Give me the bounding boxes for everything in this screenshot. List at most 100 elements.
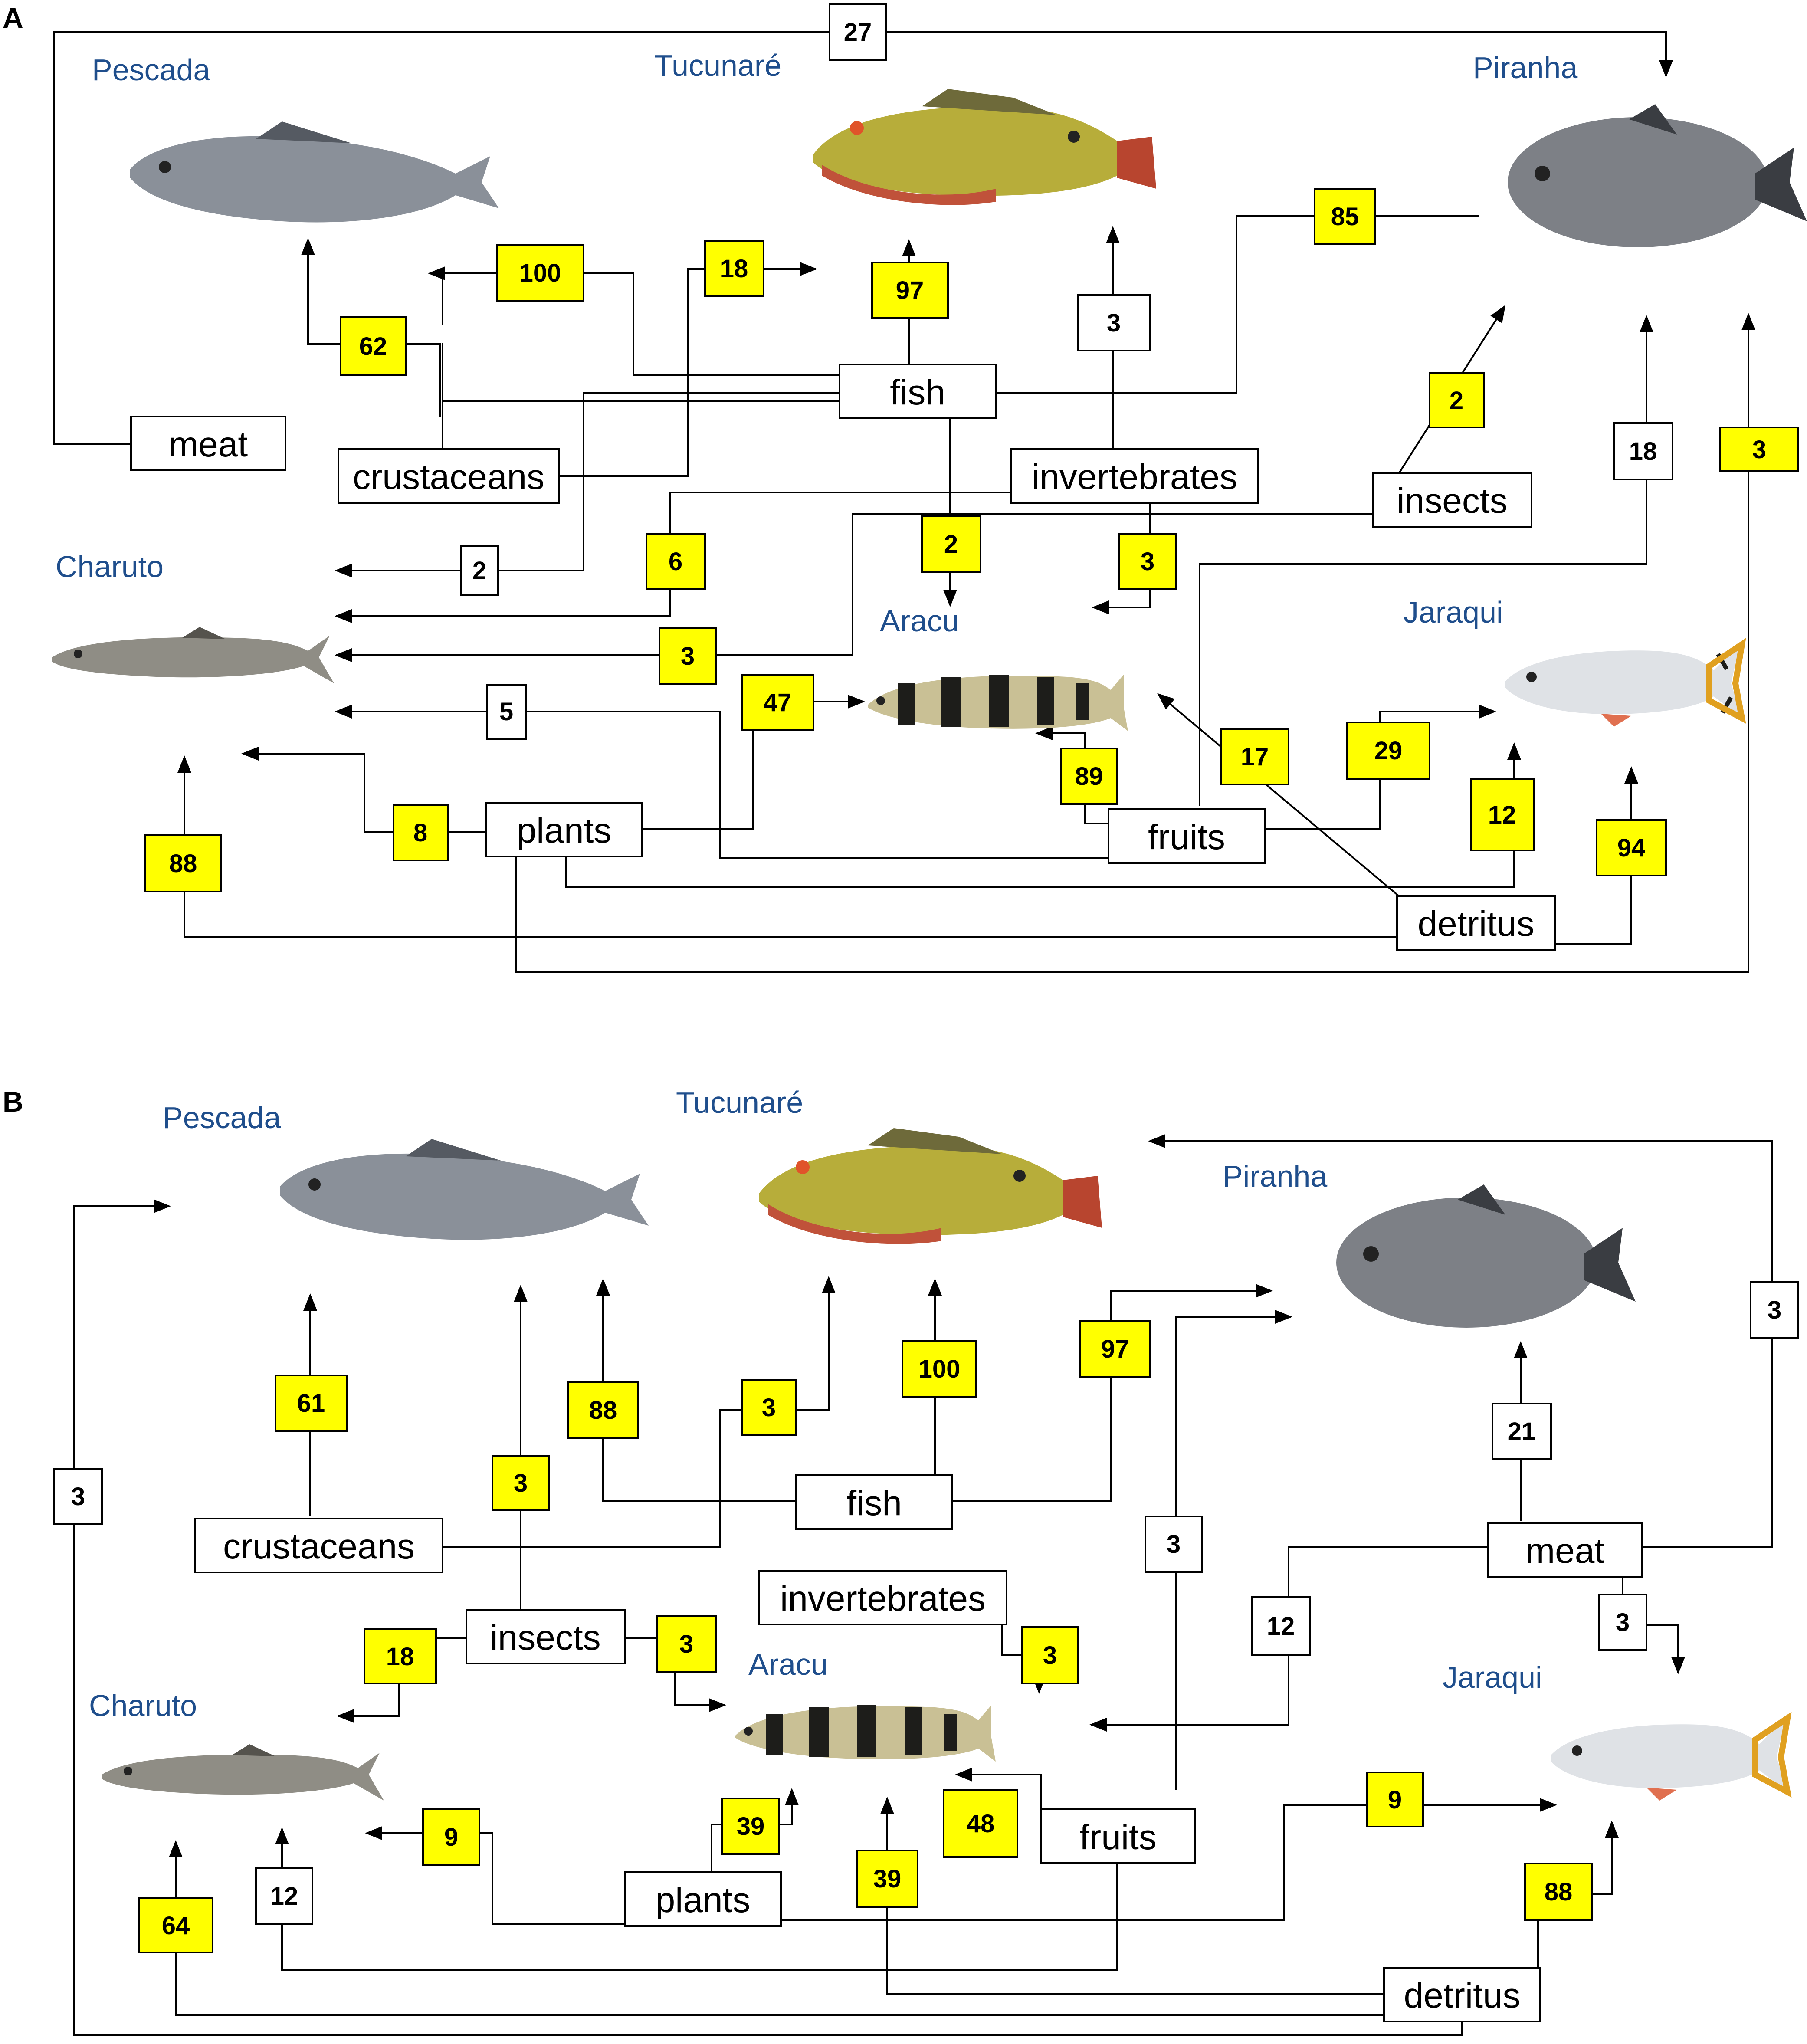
value-label: 3 [1616, 1608, 1630, 1637]
value-boxes: 3 61 3 88 3 100 97 3 21 3 12 3 1 [53, 1281, 1799, 1953]
value-box [422, 1808, 480, 1866]
value-box [1220, 728, 1289, 785]
fish-label-aracu: Aracu [748, 1647, 828, 1681]
value-box [1314, 188, 1376, 245]
pescada-fish-image [280, 1139, 649, 1240]
value-box [460, 545, 499, 596]
value-box [567, 1381, 639, 1439]
value-label: 5 [499, 698, 513, 726]
fish-label-charuto: Charuto [89, 1689, 197, 1722]
food-boxes: meat crustaceans fish invertebrates inse… [130, 364, 1556, 951]
value-label: 18 [720, 255, 748, 283]
fish-label-tucunare: Tucunaré [676, 1086, 803, 1119]
food-label-detritus: detritus [1404, 1976, 1521, 2015]
value-box [921, 515, 981, 573]
value-label: 9 [1388, 1786, 1402, 1814]
value-box [659, 627, 717, 685]
value-label: 21 [1508, 1417, 1536, 1446]
tucunare-fish-image [759, 1128, 1102, 1244]
value-box [492, 1455, 550, 1511]
value-box [1060, 748, 1118, 805]
value-label: 9 [444, 1823, 458, 1851]
food-label-invertebrates: invertebrates [780, 1579, 986, 1618]
jaraqui-fish-image [1505, 638, 1746, 727]
value-label: 3 [679, 1630, 693, 1658]
panel-b: B [3, 1086, 1799, 2036]
value-box [486, 684, 527, 740]
value-box [1470, 778, 1535, 851]
food-box-crustaceans [194, 1518, 443, 1573]
value-label: 2 [944, 530, 958, 558]
value-box [1596, 819, 1667, 876]
value-box [741, 1379, 797, 1436]
value-label: 8 [413, 819, 427, 847]
food-box-meat [1487, 1522, 1643, 1578]
charuto-fish-image [52, 627, 334, 683]
fish-label-piranha: Piranha [1223, 1159, 1327, 1193]
food-label-meat: meat [169, 425, 248, 464]
value-label: 47 [764, 689, 792, 717]
value-label: 97 [896, 276, 924, 305]
value-label: 94 [1617, 834, 1646, 862]
fish-illustrations [102, 1128, 1792, 1801]
value-box [53, 1468, 103, 1525]
value-box [856, 1850, 918, 1908]
value-box [741, 674, 814, 731]
value-label: 48 [967, 1810, 995, 1838]
panel-a: A [3, 2, 1807, 973]
food-box-fruits [1040, 1808, 1196, 1864]
panel-letter: B [3, 1086, 23, 1118]
food-box-plants [485, 802, 643, 857]
fish-label-piranha: Piranha [1473, 51, 1577, 85]
food-box-plants [624, 1871, 782, 1927]
value-box [721, 1798, 780, 1855]
value-box [393, 804, 449, 861]
value-label: 12 [1267, 1612, 1295, 1640]
value-box [1492, 1403, 1552, 1460]
pescada-fish-image [130, 121, 499, 223]
value-label: 3 [1167, 1530, 1181, 1558]
food-box-crustaceans [338, 448, 560, 504]
food-label-meat: meat [1525, 1531, 1605, 1571]
value-label: 3 [1141, 548, 1154, 576]
food-box-invertebrates [1010, 448, 1259, 504]
value-box [1613, 422, 1673, 480]
value-boxes: 27 100 18 97 3 85 62 2 18 3 2 6 [144, 3, 1799, 892]
piranha-fish-image [1336, 1184, 1636, 1328]
value-label: 97 [1101, 1335, 1129, 1363]
fish-labels: Pescada Tucunaré Piranha Charuto Aracu J… [56, 49, 1577, 638]
value-box [943, 1789, 1018, 1858]
food-label-plants: plants [517, 811, 612, 850]
fish-label-pescada: Pescada [92, 53, 210, 87]
value-label: 3 [762, 1394, 776, 1422]
fish-label-charuto: Charuto [56, 550, 164, 584]
jaraqui-fish-image [1551, 1712, 1792, 1801]
food-label-fruits: fruits [1079, 1818, 1157, 1857]
value-label: 3 [1752, 436, 1766, 464]
value-label: 3 [681, 642, 695, 670]
value-box [1429, 372, 1485, 428]
value-box [1021, 1626, 1079, 1684]
value-label: 27 [844, 18, 872, 46]
food-label-fish: fish [890, 373, 945, 412]
value-box [1251, 1596, 1311, 1656]
food-label-invertebrates: invertebrates [1032, 457, 1237, 497]
value-box [1598, 1594, 1647, 1651]
value-label: 61 [297, 1389, 325, 1417]
value-box [646, 533, 706, 590]
food-label-crustaceans: crustaceans [353, 457, 544, 497]
food-label-plants: plants [656, 1880, 751, 1920]
food-box-insects [466, 1609, 626, 1664]
value-box [902, 1340, 977, 1398]
food-label-insects: insects [1397, 481, 1507, 521]
value-box [340, 316, 407, 376]
value-label: 88 [589, 1396, 617, 1424]
food-label-fruits: fruits [1148, 817, 1225, 857]
food-box-insects [1372, 472, 1532, 528]
food-box-meat [130, 416, 286, 471]
value-box [1077, 294, 1151, 351]
value-label: 89 [1075, 762, 1103, 791]
value-label: 100 [519, 259, 561, 287]
food-boxes: crustaceans fish invertebrates insects m… [194, 1474, 1643, 2022]
food-box-fish [795, 1474, 953, 1530]
